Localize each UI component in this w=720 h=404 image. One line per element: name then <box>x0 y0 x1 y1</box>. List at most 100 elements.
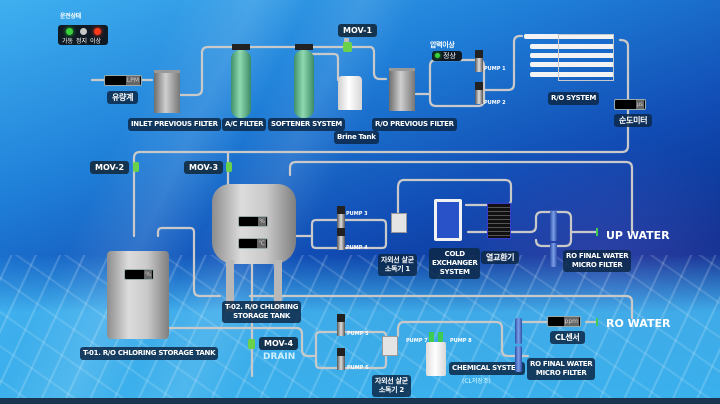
flowmeter-label: 유량계 <box>107 91 139 104</box>
pump-6-label: PUMP 6 <box>347 365 369 371</box>
ac-filter[interactable] <box>231 50 251 118</box>
ro-previous-filter[interactable] <box>389 68 415 111</box>
up-water-label: UP WATER <box>606 229 670 242</box>
inlet-previous-filter[interactable] <box>154 70 180 113</box>
ro-water-label: RO WATER <box>606 317 671 330</box>
pressure-led <box>435 53 440 58</box>
uv2-label-line2: 소독기 2 <box>378 386 404 394</box>
cold-label-line3: SYSTEM <box>439 268 470 276</box>
pump-4[interactable] <box>337 228 345 250</box>
pump-5[interactable] <box>337 314 345 336</box>
cl-sensor-unit: ppm <box>563 317 579 326</box>
led-error-label: 이상 <box>90 38 102 45</box>
t01-tank[interactable] <box>107 251 169 339</box>
chemical-tank[interactable] <box>426 342 446 376</box>
t02-label: T-02. R/O CHLORING STORAGE TANK <box>222 301 302 323</box>
led-stopped-label: 정지 <box>76 38 88 45</box>
ro-system-label: R/O SYSTEM <box>548 92 600 105</box>
t02-level-display: % <box>238 216 268 227</box>
ro-micro-filter-1[interactable] <box>515 318 522 344</box>
pump-2-label: PUMP 2 <box>484 100 506 106</box>
pipe-ro-outlet <box>132 38 630 238</box>
cold-exchanger[interactable] <box>434 199 462 241</box>
t02-label-line2: STORAGE TANK <box>233 312 291 320</box>
pump-6[interactable] <box>337 348 345 370</box>
cl-sensor-display: ppm <box>547 316 581 327</box>
pump-3[interactable] <box>337 206 345 228</box>
ro-membrane-3 <box>530 53 614 58</box>
status-panel-title: 운전상태 <box>60 13 81 20</box>
mov2-valve[interactable] <box>133 162 139 172</box>
pipe-pumps-ro <box>482 34 524 92</box>
ro-membrane-4 <box>530 62 614 67</box>
uv-sterilizer-1[interactable] <box>391 213 407 233</box>
brine-tank[interactable] <box>338 76 362 110</box>
ro-system[interactable] <box>520 34 624 81</box>
pipe-t01-t02 <box>156 226 222 298</box>
mov4-valve[interactable] <box>248 339 255 349</box>
pressure-status-text: 정상 <box>443 52 456 60</box>
pipe-pump34-loop <box>310 218 388 250</box>
heat-exchanger[interactable] <box>487 203 511 239</box>
cold-label-line1: COLD <box>444 250 465 258</box>
pump-3-label: PUMP 3 <box>346 211 368 217</box>
cold-exchanger-panel <box>437 202 459 238</box>
ac-filter-cap <box>232 44 250 50</box>
up-water-check-valve <box>596 228 598 236</box>
pump-1-label: PUMP 1 <box>484 66 506 72</box>
cold-label-line2: EXCHANGER <box>432 259 478 267</box>
mov2-label: MOV-2 <box>90 161 130 174</box>
ro-water-check-valve <box>596 318 598 326</box>
mov1-actuator <box>344 38 349 42</box>
pipe-softener-brine <box>309 52 340 82</box>
conductivity-unit: ㎲ <box>635 100 644 109</box>
pressure-alarm-title: 압력이상 <box>430 41 455 49</box>
pump-7[interactable] <box>429 332 434 342</box>
softener-system[interactable] <box>294 50 314 118</box>
pipe-he-micro <box>466 210 573 248</box>
conductivity-display: ㎲ <box>614 99 646 110</box>
ro-membrane-5 <box>530 72 614 77</box>
pump-4-label: PUMP 4 <box>346 245 368 251</box>
chemical-system-label: CHEMICAL SYSTEM <box>449 362 525 375</box>
up-micro-filter-2[interactable] <box>550 243 557 267</box>
pump-1[interactable] <box>475 50 483 72</box>
mov1-valve[interactable] <box>343 42 352 52</box>
uv2-label-line1: 자외선 살균 <box>375 377 408 385</box>
up-micro-filter-1[interactable] <box>550 211 557 241</box>
ro-frame <box>558 34 614 81</box>
conductivity-label: 순도미터 <box>614 114 653 127</box>
pipe-mov1-roprev <box>368 45 388 81</box>
heat-exchanger-label: 열교환기 <box>481 251 520 264</box>
pipe-chem-micro <box>494 320 530 358</box>
status-panel: 가동 정지 이상 <box>58 25 108 45</box>
t02-label-line1: T-02. R/O CHLORING <box>225 303 299 311</box>
ro-micro-filter-2[interactable] <box>515 346 522 372</box>
pump-5-label: PUMP 5 <box>347 331 369 337</box>
t02-leg-left <box>226 260 234 312</box>
mov4-label: MOV-4 <box>259 337 299 350</box>
ro-micro-filter-label: RO FINAL WATER MICRO FILTER <box>527 358 596 380</box>
uv1-label-line2: 소독기 1 <box>384 265 410 273</box>
t02-temp-display: ℃ <box>238 238 268 249</box>
ro-membrane-1 <box>524 34 614 39</box>
ro-prev-filter-label: R/O PREVIOUS FILTER <box>372 118 457 131</box>
mov1-label: MOV-1 <box>338 24 378 37</box>
ro-membrane-2 <box>530 44 614 49</box>
softener-label: SOFTENER SYSTEM <box>268 118 345 131</box>
ro-micro-label-line1: RO FINAL WATER <box>530 360 593 368</box>
t01-label: T-01. R/O CHLORING STORAGE TANK <box>80 347 219 360</box>
pump-8[interactable] <box>438 332 443 342</box>
mov3-label: MOV-3 <box>184 161 224 174</box>
pump-2[interactable] <box>475 82 483 104</box>
uv2-label: 자외선 살균 소독기 2 <box>372 375 411 397</box>
inlet-filter-label: INLET PREVIOUS FILTER <box>128 118 221 131</box>
mov3-valve[interactable] <box>226 162 232 172</box>
pipe-ro-return <box>624 294 634 320</box>
t02-temp-unit: ℃ <box>257 239 266 248</box>
cold-exchanger-label: COLD EXCHANGER SYSTEM <box>429 248 481 279</box>
t01-level-display: % <box>124 269 154 280</box>
led-running <box>66 28 73 35</box>
uv-sterilizer-2[interactable] <box>382 336 398 356</box>
t02-leg-right <box>274 260 282 312</box>
